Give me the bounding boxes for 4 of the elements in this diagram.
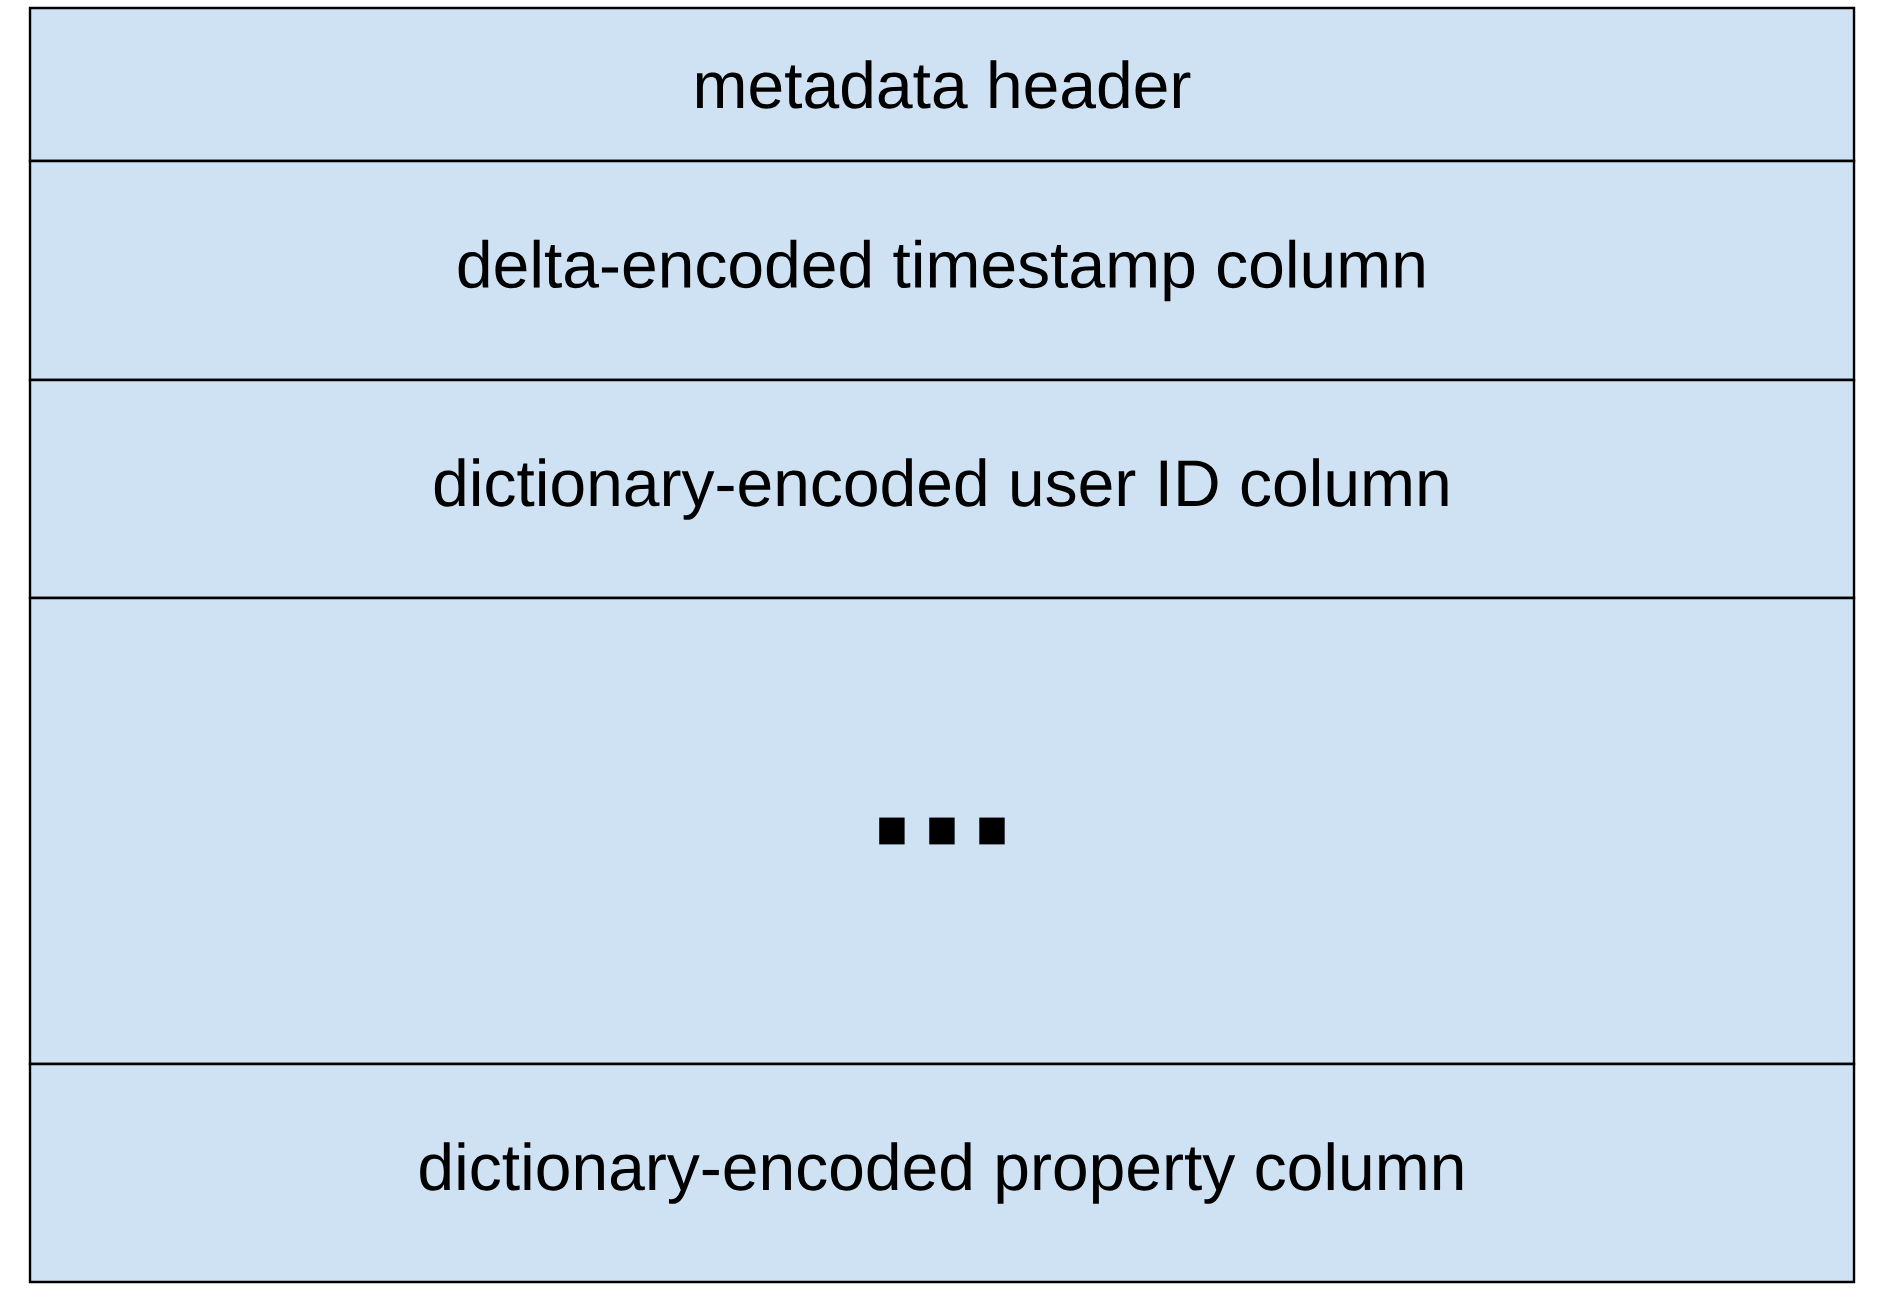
- table-row: metadata header: [28, 6, 1856, 163]
- table-row: dictionary-encoded user ID column: [28, 378, 1856, 600]
- table-row: delta-encoded timestamp column: [28, 159, 1856, 382]
- table-row: dictionary-encoded property column: [28, 1062, 1856, 1284]
